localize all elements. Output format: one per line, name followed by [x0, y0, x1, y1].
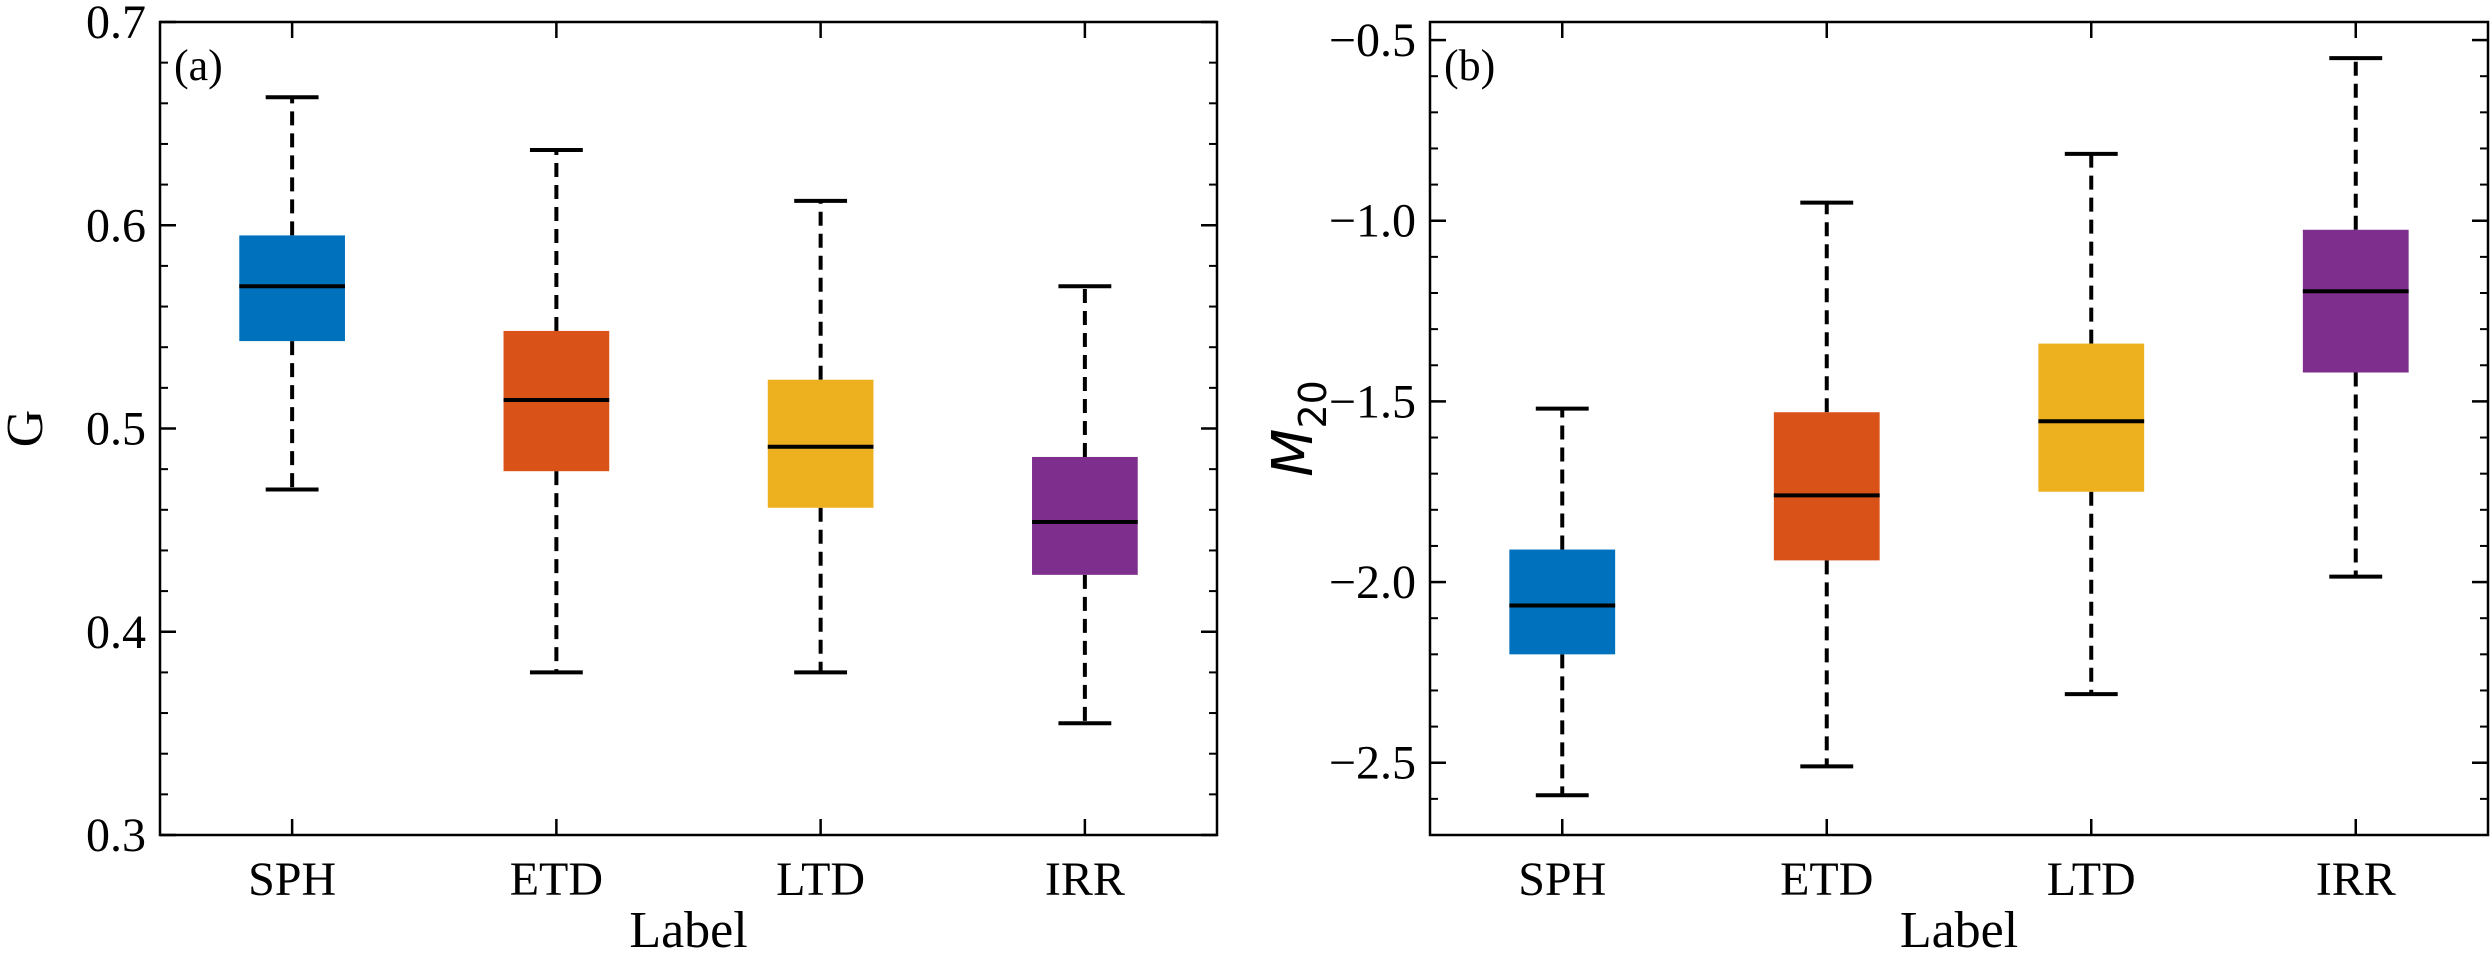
ytick-label: 0.4 [86, 606, 146, 659]
plot-frame [1428, 20, 2490, 837]
box-etd [1773, 412, 1880, 561]
ytick-label: −2.0 [1329, 556, 1416, 609]
ytick-label: −1.5 [1329, 375, 1416, 428]
ytick-label: 0.7 [86, 0, 146, 49]
ytick-label: 0.6 [86, 199, 146, 252]
box-irr [1032, 456, 1138, 575]
xtick-label: IRR [1045, 853, 1125, 906]
ytick-label: 0.5 [86, 403, 146, 456]
box-ltd [2038, 343, 2145, 492]
panel-label: (a) [174, 41, 223, 90]
xtick-label: IRR [2316, 853, 2396, 906]
ytick-label: −2.5 [1329, 737, 1416, 790]
xtick-label: ETD [510, 853, 603, 906]
panel-label: (b) [1444, 41, 1495, 90]
box-sph [1509, 549, 1616, 655]
xtick-label: SPH [248, 853, 336, 906]
plot-frame [158, 20, 1219, 837]
box-ltd [767, 379, 874, 508]
x-axis-label: Label [1900, 902, 2018, 957]
y-axis-label: M20 [1261, 380, 1335, 477]
xtick-label: LTD [776, 853, 865, 906]
y-axis-label: G [0, 410, 54, 448]
y-axis-label-subscript: 20 [1291, 380, 1335, 428]
box-sph [239, 235, 345, 342]
xtick-label: SPH [1518, 853, 1606, 906]
ytick-label: 0.3 [86, 809, 146, 862]
ytick-label: −1.0 [1329, 195, 1416, 248]
ytick-label: −0.5 [1329, 14, 1416, 67]
xtick-label: ETD [1780, 853, 1873, 906]
y-axis-label-main: M [1261, 429, 1326, 477]
box-irr [2302, 229, 2409, 373]
x-axis-label: Label [629, 902, 747, 957]
xtick-label: LTD [2047, 853, 2136, 906]
